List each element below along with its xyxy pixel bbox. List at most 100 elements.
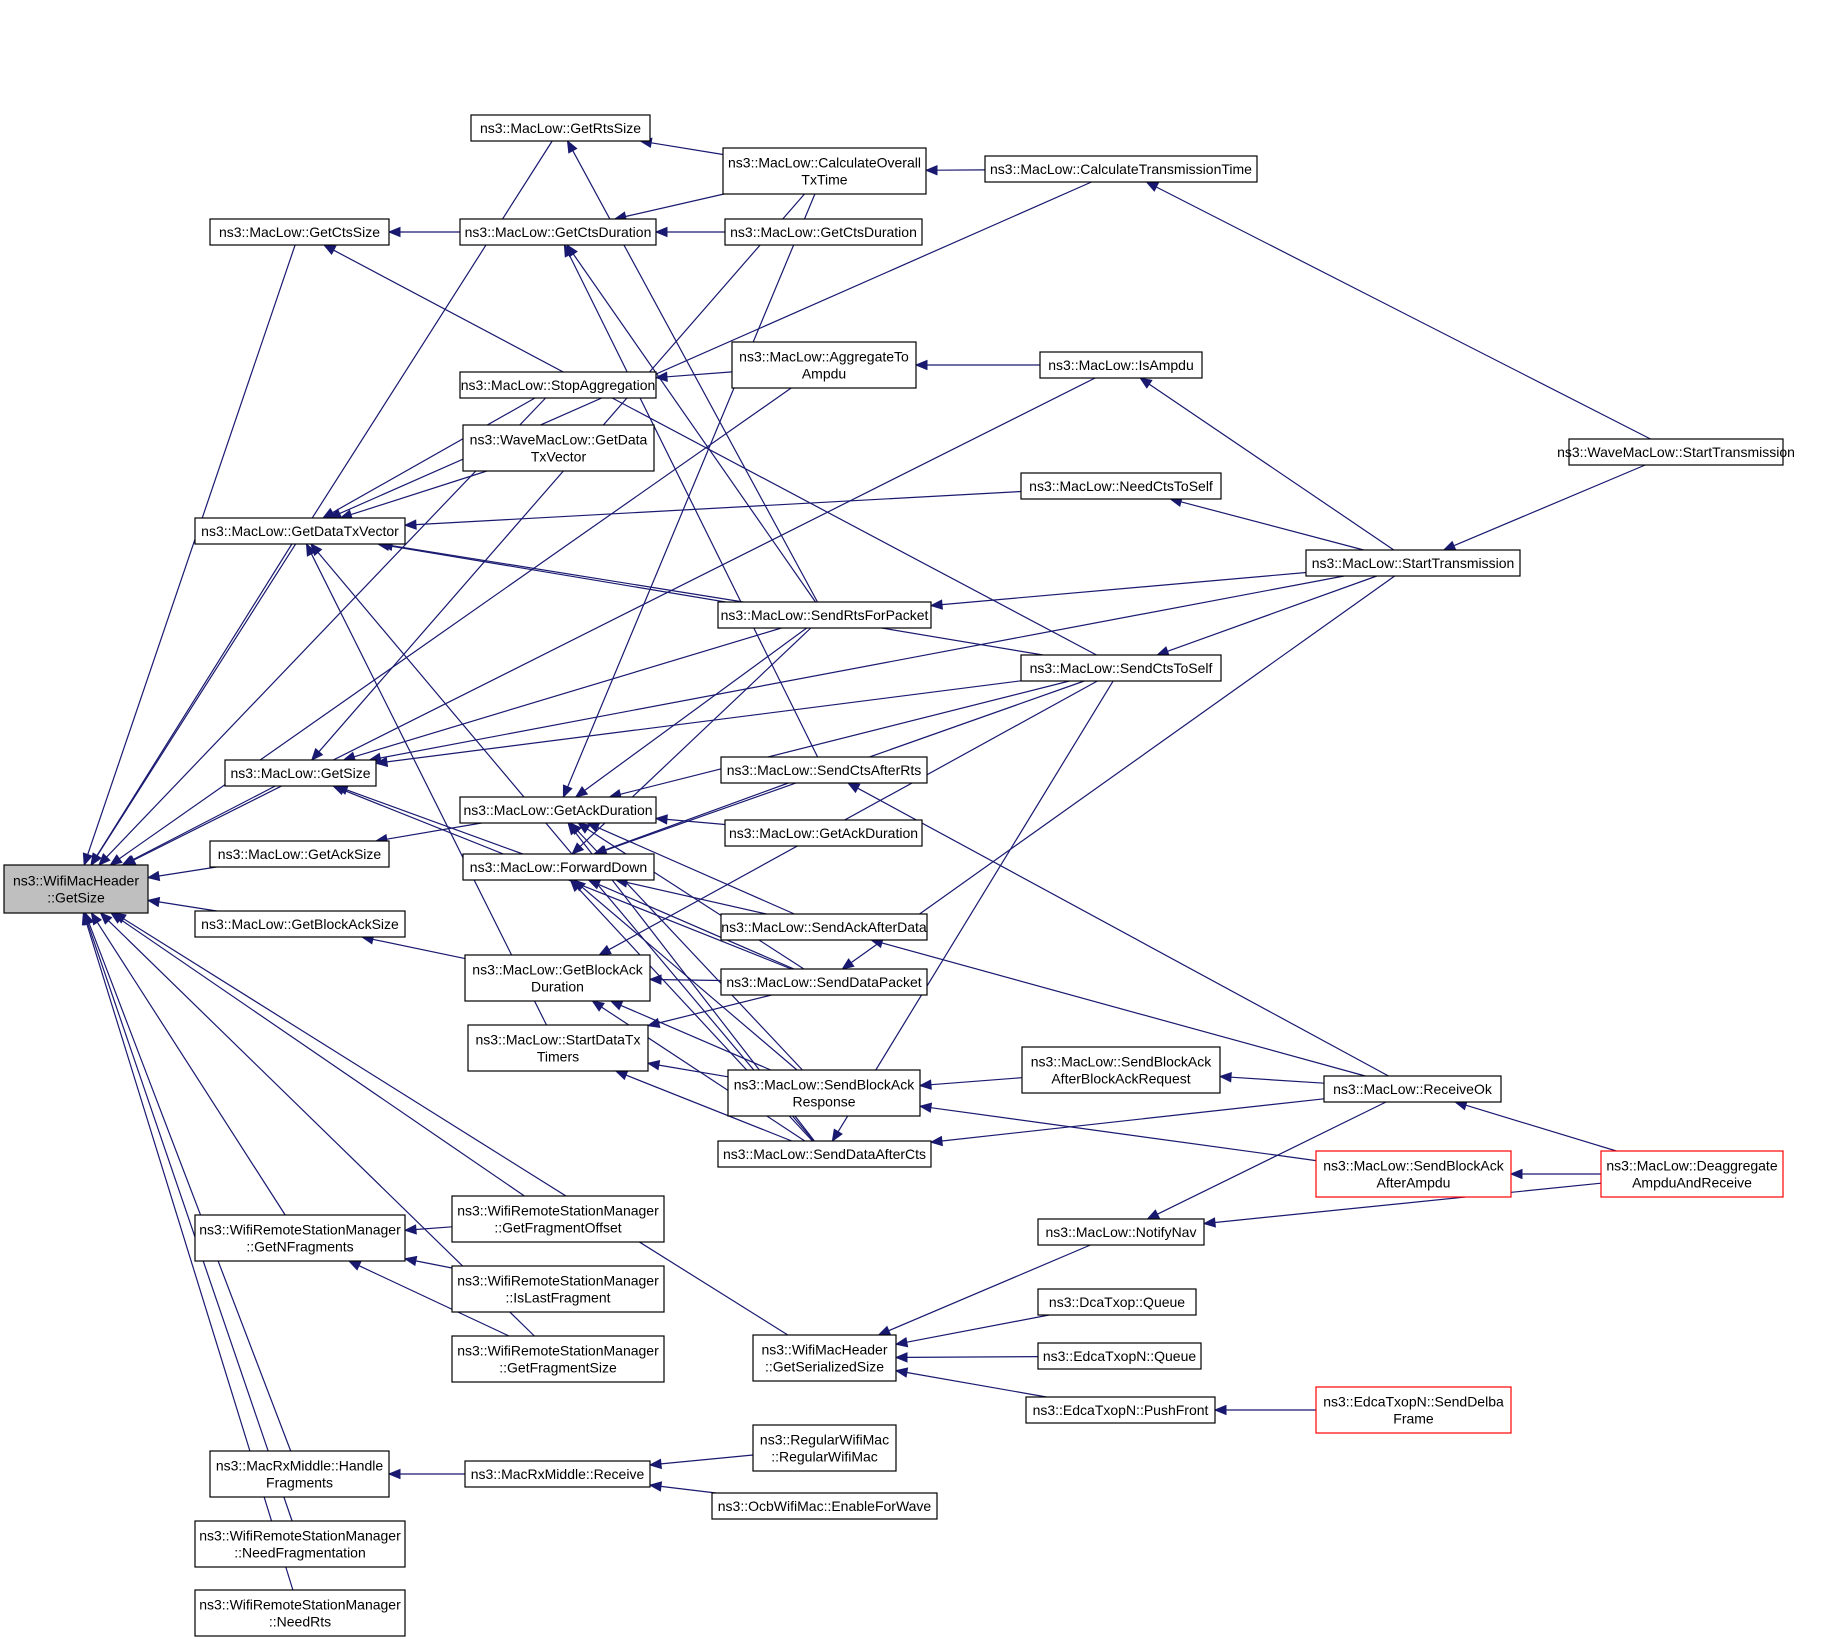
node-getackduration[interactable]: ns3::MacLow::GetAckDuration (459, 796, 657, 824)
node-forwarddown[interactable]: ns3::MacLow::ForwardDown (462, 853, 655, 881)
node-isampdu[interactable]: ns3::MacLow::IsAmpdu (1039, 351, 1203, 379)
edge-forwarddown-to-getsize (346, 789, 524, 855)
node-label-wavegetdatatxvector-1: TxVector (531, 449, 587, 465)
node-box-startdatatxtimers (467, 1024, 649, 1072)
node-label-startdatatxtimers-0: ns3::MacLow::StartDataTx (476, 1032, 641, 1048)
arrowhead-getackduration (567, 821, 580, 836)
node-edcatxopnqueue[interactable]: ns3::EdcaTxopN::Queue (1037, 1342, 1202, 1370)
node-getblockacksize[interactable]: ns3::MacLow::GetBlockAckSize (194, 910, 406, 938)
node-getctsduration2[interactable]: ns3::MacLow::GetCtsDuration (724, 218, 923, 246)
arrowhead-getackduration (562, 784, 573, 799)
node-regularwifimac[interactable]: ns3::RegularWifiMac::RegularWifiMac (752, 1424, 897, 1472)
edge-sendackafterdata-to-forwarddown (626, 881, 767, 915)
node-islastfragment[interactable]: ns3::WifiRemoteStationManager::IsLastFra… (451, 1265, 665, 1313)
edge-receiveok-to-senddataaftercts (941, 1098, 1325, 1142)
node-wavestarttransmission[interactable]: ns3::WaveMacLow::StartTransmission (1557, 438, 1795, 466)
node-receiveok[interactable]: ns3::MacLow::ReceiveOk (1323, 1075, 1502, 1103)
node-sendblockackafterbar[interactable]: ns3::MacLow::SendBlockAckAfterBlockAckRe… (1021, 1046, 1221, 1094)
node-getrtssize[interactable]: ns3::MacLow::GetRtsSize (470, 114, 651, 142)
edge-sendrtsforpacket-to-getdatatxvector (391, 545, 744, 603)
node-calctransmissiontime[interactable]: ns3::MacLow::CalculateTransmissionTime (984, 155, 1258, 183)
arrowhead-getblockackduration (591, 1000, 605, 1012)
node-needctstoself[interactable]: ns3::MacLow::NeedCtsToSelf (1020, 472, 1222, 500)
node-box-edcatxopnqueue (1037, 1342, 1202, 1370)
edge-aggregatetoampdu-to-root (118, 387, 792, 860)
edge-sendctsafterrts-to-getctsduration (568, 254, 819, 758)
node-needrts[interactable]: ns3::WifiRemoteStationManager::NeedRts (194, 1589, 406, 1637)
node-getacksize[interactable]: ns3::MacLow::GetAckSize (209, 840, 390, 868)
node-root[interactable]: ns3::WifiMacHeader::GetSize (3, 864, 149, 914)
node-starttransmission[interactable]: ns3::MacLow::StartTransmission (1305, 549, 1521, 577)
node-box-sendblockackafterbar (1021, 1046, 1221, 1094)
node-box-islastfragment (451, 1265, 665, 1313)
node-sendctsafterrts[interactable]: ns3::MacLow::SendCtsAfterRts (720, 756, 928, 784)
node-box-pushfront (1025, 1396, 1216, 1424)
node-notifynav[interactable]: ns3::MacLow::NotifyNav (1037, 1218, 1205, 1246)
node-getackduration2[interactable]: ns3::MacLow::GetAckDuration (724, 819, 923, 847)
node-dcatxopqueue[interactable]: ns3::DcaTxop::Queue (1037, 1288, 1197, 1316)
node-getdatatxvector[interactable]: ns3::MacLow::GetDataTxVector (194, 517, 406, 545)
edge-senddatapacket-to-forwarddown (598, 883, 795, 970)
node-label-macrxreceive-0: ns3::MacRxMiddle::Receive (471, 1466, 645, 1482)
edge-sendrtsforpacket-to-getackduration (584, 627, 808, 791)
arrowhead-getnfragments (403, 1224, 417, 1235)
node-getfragmentsize[interactable]: ns3::WifiRemoteStationManager::GetFragme… (451, 1335, 665, 1383)
edge-sendctstoself-to-getsize (386, 680, 1022, 763)
edge-receiveok-to-sendackafterdata (881, 942, 1366, 1077)
edge-needfragmentation-to-root (87, 923, 293, 1522)
node-label-getserializedsize-1: ::GetSerializedSize (765, 1359, 884, 1375)
arrowhead-aggregatetoampdu (914, 359, 928, 371)
node-pushfront[interactable]: ns3::EdcaTxopN::PushFront (1025, 1396, 1216, 1424)
node-getserializedsize[interactable]: ns3::WifiMacHeader::GetSerializedSize (752, 1334, 897, 1382)
node-label-needrts-1: ::NeedRts (269, 1614, 331, 1630)
edge-islastfragment-to-getnfragments (415, 1260, 453, 1269)
arrowhead-isampdu (1139, 377, 1153, 389)
node-macrxreceive[interactable]: ns3::MacRxMiddle::Receive (464, 1460, 651, 1488)
node-stopaggregation[interactable]: ns3::MacLow::StopAggregation (459, 371, 657, 399)
arrowhead-getnfragments (403, 1255, 418, 1267)
arrowhead-root (109, 854, 123, 866)
arrowhead-getserializedsize (894, 1367, 909, 1378)
edge-wavestarttransmission-to-calctransmissiontime (1156, 186, 1651, 440)
node-sendctstoself[interactable]: ns3::MacLow::SendCtsToSelf (1020, 654, 1222, 682)
arrowhead-getdatatxvector (305, 542, 317, 557)
node-box-senddataaftercts (717, 1140, 932, 1168)
node-label-wavestarttransmission-0: ns3::WaveMacLow::StartTransmission (1557, 444, 1795, 460)
arrowhead-sendblockackresponse (918, 1079, 932, 1090)
node-box-getblockackduration (464, 954, 651, 1002)
node-sendrtsforpacket[interactable]: ns3::MacLow::SendRtsForPacket (717, 601, 932, 629)
node-getfragmentoffset[interactable]: ns3::WifiRemoteStationManager::GetFragme… (451, 1195, 665, 1243)
edge-sendblockackafterampdu-to-sendblockackresponse (930, 1107, 1317, 1162)
node-label-regularwifimac-1: ::RegularWifiMac (771, 1449, 878, 1465)
node-getnfragments[interactable]: ns3::WifiRemoteStationManager::GetNFragm… (194, 1214, 406, 1262)
edge-receiveok-to-sendblockackafterbar (1230, 1076, 1325, 1084)
edge-dcatxopqueue-to-getserializedsize (906, 1314, 1050, 1343)
node-sendackafterdata[interactable]: ns3::MacLow::SendAckAfterData (720, 913, 928, 941)
edge-getrtssize-to-root (96, 140, 553, 857)
edge-getnfragments-to-root (96, 921, 286, 1216)
node-box-wavegetdatatxvector (462, 424, 655, 472)
node-needfragmentation[interactable]: ns3::WifiRemoteStationManager::NeedFragm… (194, 1520, 406, 1568)
arrowhead-forwarddown (569, 879, 583, 892)
node-getctsduration[interactable]: ns3::MacLow::GetCtsDuration (459, 218, 657, 246)
arrowhead-startdatatxtimers (614, 1070, 629, 1081)
node-getsize[interactable]: ns3::MacLow::GetSize (224, 759, 377, 787)
node-senddataaftercts[interactable]: ns3::MacLow::SendDataAfterCts (717, 1140, 932, 1168)
node-getctssize[interactable]: ns3::MacLow::GetCtsSize (209, 218, 390, 246)
node-senddatapacket[interactable]: ns3::MacLow::SendDataPacket (720, 968, 928, 996)
edge-sendctstoself-to-senddataaftercts (837, 680, 1114, 1132)
edge-stopaggregation-to-getdatatxvector (332, 397, 536, 514)
node-label-needrts-0: ns3::WifiRemoteStationManager (199, 1597, 401, 1613)
node-enableforwave[interactable]: ns3::OcbWifiMac::EnableForWave (711, 1492, 938, 1520)
arrowhead-getackduration (654, 814, 668, 825)
node-wavegetdatatxvector[interactable]: ns3::WaveMacLow::GetDataTxVector (462, 424, 655, 472)
